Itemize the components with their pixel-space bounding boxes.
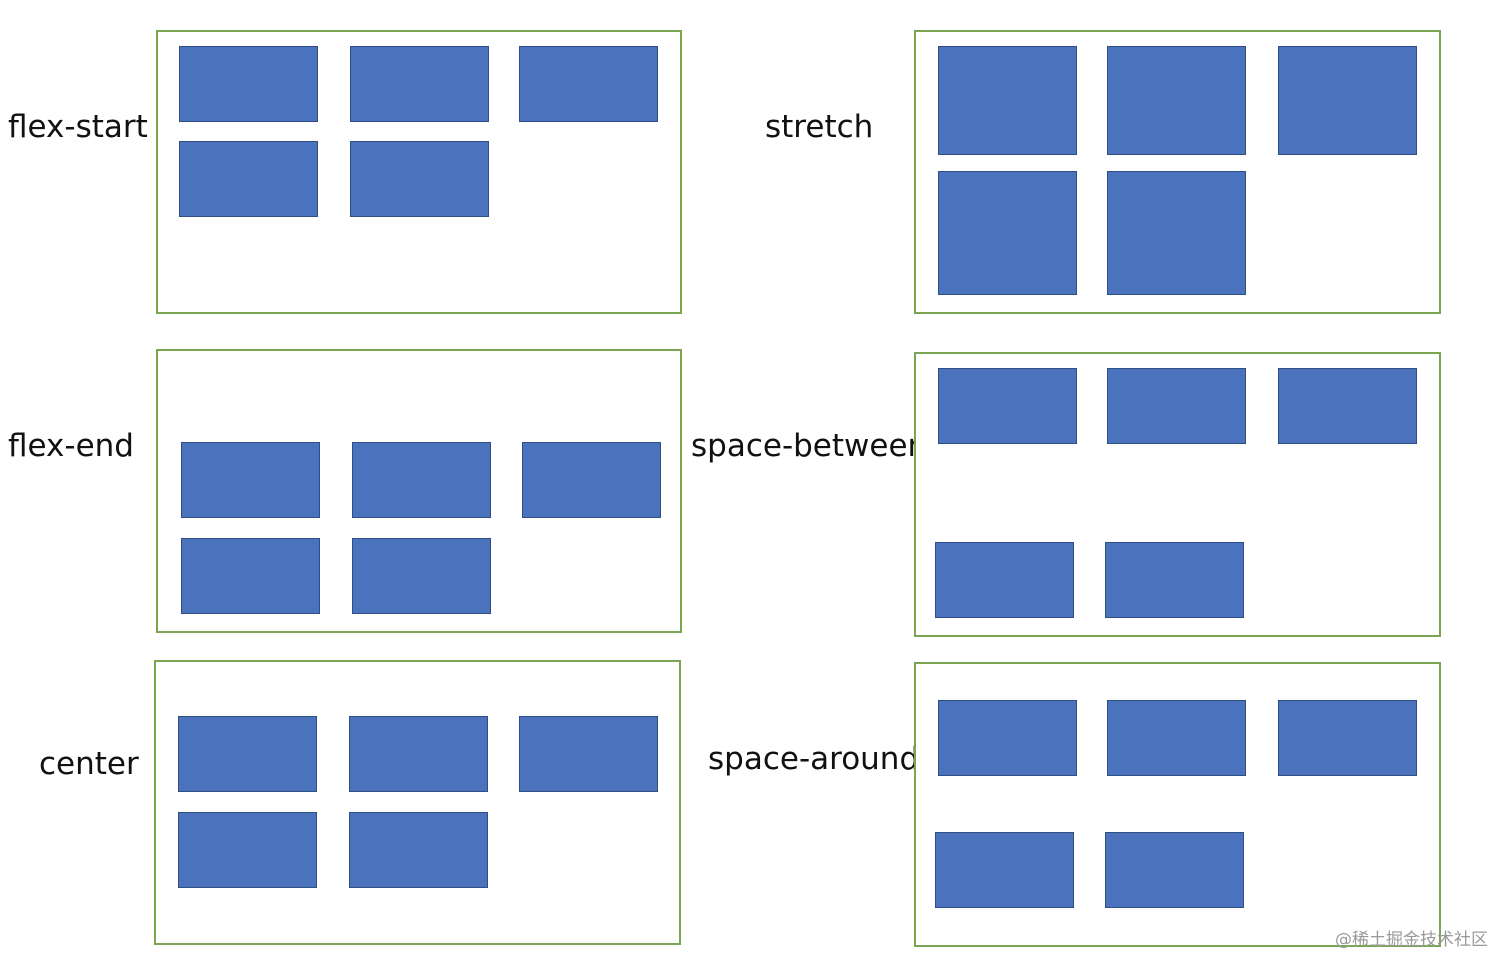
flex-item <box>1107 368 1246 444</box>
flex-item <box>1107 46 1246 155</box>
flex-item <box>519 46 658 122</box>
flex-item <box>349 812 488 888</box>
container-flex-start <box>156 30 682 314</box>
flex-item <box>352 538 491 614</box>
flex-item <box>1105 832 1244 908</box>
flex-item <box>938 368 1077 444</box>
container-stretch <box>914 30 1441 314</box>
flex-item <box>935 542 1074 618</box>
flex-item <box>1107 171 1246 295</box>
flex-item <box>938 171 1077 295</box>
flex-item <box>349 716 488 792</box>
flex-item <box>178 716 317 792</box>
flex-item <box>181 538 320 614</box>
flex-item <box>179 46 318 122</box>
container-center <box>154 660 681 945</box>
flex-item <box>179 141 318 217</box>
flex-item <box>938 700 1077 776</box>
flex-item <box>1105 542 1244 618</box>
watermark: @稀土掘金技术社区 <box>1335 930 1488 950</box>
flex-item <box>350 141 489 217</box>
label-flex-start: flex-start <box>8 109 148 145</box>
flex-item <box>352 442 491 518</box>
flex-item <box>938 46 1077 155</box>
flex-item <box>178 812 317 888</box>
label-space-between: space-between <box>691 428 928 464</box>
label-stretch: stretch <box>765 109 874 145</box>
container-space-between <box>914 352 1441 637</box>
flex-item <box>1107 700 1246 776</box>
flex-item <box>350 46 489 122</box>
label-center: center <box>39 746 139 782</box>
flex-item <box>181 442 320 518</box>
flex-item <box>519 716 658 792</box>
flex-item <box>935 832 1074 908</box>
label-space-around: space-around <box>708 741 920 777</box>
label-flex-end: flex-end <box>8 428 134 464</box>
flex-item <box>522 442 661 518</box>
flex-item <box>1278 46 1417 155</box>
container-space-around <box>914 662 1441 947</box>
flex-item <box>1278 700 1417 776</box>
container-flex-end <box>156 349 682 633</box>
flex-item <box>1278 368 1417 444</box>
